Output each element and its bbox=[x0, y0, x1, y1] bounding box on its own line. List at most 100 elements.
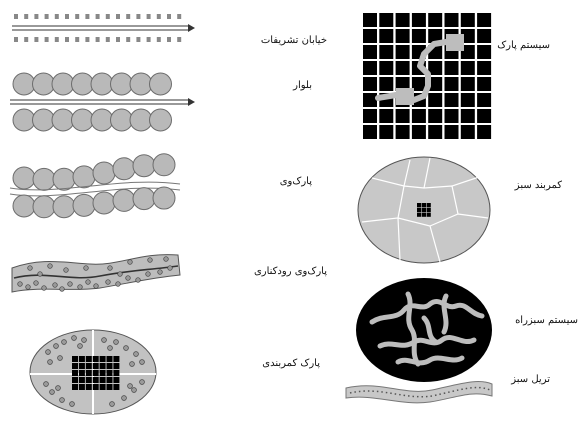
greenbelt-park-block bbox=[86, 377, 92, 383]
greenbelt-park-block bbox=[100, 370, 106, 376]
river-tree-dot bbox=[126, 276, 131, 281]
park-system-diagram bbox=[362, 12, 494, 140]
greenbelt-park-block bbox=[72, 363, 78, 369]
greenbelt-city-block bbox=[427, 213, 431, 217]
greenbelt-park-tree-dot bbox=[78, 344, 83, 349]
greenbelt-park-block bbox=[72, 384, 78, 390]
river-tree-dot bbox=[164, 257, 169, 262]
parkway-tree bbox=[153, 187, 175, 209]
river-tree-dot bbox=[148, 258, 153, 263]
park-system-block bbox=[477, 77, 491, 91]
park-system-block bbox=[412, 109, 426, 123]
boulevard-tree bbox=[150, 73, 172, 95]
greenbelt-park-tree-dot bbox=[70, 402, 75, 407]
parkway-diagram bbox=[10, 154, 180, 218]
greenbelt-park-city-grid bbox=[72, 356, 119, 390]
park-system-block bbox=[461, 93, 475, 107]
green-trail-diagram bbox=[346, 382, 492, 403]
street-tree-marker bbox=[24, 14, 28, 19]
greenbelt-park-tree-dot bbox=[54, 344, 59, 349]
river-tree-dot bbox=[146, 272, 151, 277]
parkway-tree bbox=[53, 168, 75, 190]
park-system-block bbox=[363, 109, 377, 123]
greenbelt-park-block bbox=[93, 356, 99, 362]
greenbelt-park-tree-dot bbox=[110, 402, 115, 407]
river-tree-dot bbox=[168, 266, 173, 271]
greenbelt-park-block bbox=[86, 370, 92, 376]
street-tree-marker bbox=[126, 14, 130, 19]
street-tree-marker bbox=[167, 37, 171, 42]
parkway-tree bbox=[93, 162, 115, 184]
street-tree-marker bbox=[34, 37, 38, 42]
parkway-tree bbox=[113, 189, 135, 211]
park-system-block bbox=[477, 109, 491, 123]
park-system-block bbox=[396, 125, 410, 139]
boulevard-tree bbox=[72, 109, 94, 131]
street-tree-marker bbox=[85, 37, 89, 42]
park-system-block bbox=[461, 13, 475, 27]
street-tree-marker bbox=[45, 37, 49, 42]
greenbelt-park-block bbox=[107, 384, 113, 390]
park-system-block bbox=[379, 109, 393, 123]
boulevard-tree-row-top bbox=[13, 73, 172, 95]
boulevard-tree bbox=[33, 73, 55, 95]
greenbelt-park-block bbox=[107, 370, 113, 376]
label-parkway: پارک‌وی bbox=[280, 176, 312, 187]
greenbelt-park-block bbox=[113, 370, 119, 376]
park-system-block bbox=[379, 125, 393, 139]
parkway-tree bbox=[73, 166, 95, 188]
greenbelt-park-block bbox=[107, 363, 113, 369]
street-tree-marker bbox=[106, 37, 110, 42]
street-arrow-icon bbox=[188, 24, 195, 32]
greenbelt-park-tree-dot bbox=[132, 388, 137, 393]
greenbelt-park-block bbox=[79, 377, 85, 383]
greenbelt-park-tree-dot bbox=[130, 362, 135, 367]
boulevard-arrow-icon bbox=[188, 98, 195, 106]
parkway-tree bbox=[33, 196, 55, 218]
river-tree-dot bbox=[108, 266, 113, 271]
parkway-tree bbox=[33, 168, 55, 190]
street-tree-marker bbox=[157, 37, 161, 42]
greenbelt-park-block bbox=[86, 384, 92, 390]
park-system-block bbox=[396, 29, 410, 43]
parkway-tree bbox=[13, 195, 35, 217]
parkway-tree bbox=[133, 155, 155, 177]
park-system-block bbox=[428, 109, 442, 123]
park-system-park-b bbox=[396, 88, 414, 105]
green-system-diagram bbox=[356, 278, 492, 382]
park-system-block bbox=[477, 61, 491, 75]
greenbelt-park-block bbox=[100, 384, 106, 390]
greenbelt-park-block bbox=[79, 370, 85, 376]
river-tree-dot bbox=[34, 281, 39, 286]
boulevard-tree bbox=[52, 109, 74, 131]
park-system-block bbox=[363, 61, 377, 75]
park-system-block bbox=[477, 93, 491, 107]
street-tree-marker bbox=[65, 37, 69, 42]
river-tree-dot bbox=[158, 270, 163, 275]
river-tree-dot bbox=[68, 282, 73, 287]
greenbelt-park-tree-dot bbox=[58, 356, 63, 361]
street-tree-marker bbox=[65, 14, 69, 19]
street-diagram bbox=[12, 14, 195, 42]
river-tree-dot bbox=[116, 282, 121, 287]
label-park-system: سیستم پارک bbox=[497, 40, 550, 51]
greenbelt-diagram bbox=[358, 157, 490, 263]
park-system-block bbox=[363, 29, 377, 43]
park-system-block bbox=[445, 61, 459, 75]
greenbelt-park-block bbox=[79, 356, 85, 362]
street-tree-marker bbox=[177, 14, 181, 19]
greenbelt-city-block bbox=[427, 208, 431, 212]
greenbelt-city-block bbox=[417, 203, 421, 207]
park-system-block bbox=[461, 109, 475, 123]
street-tree-marker bbox=[14, 14, 18, 19]
river-tree-dot bbox=[136, 278, 141, 283]
river-tree-dot bbox=[60, 287, 65, 292]
boulevard-tree bbox=[130, 73, 152, 95]
river-tree-dot bbox=[94, 284, 99, 289]
boulevard-tree bbox=[150, 109, 172, 131]
river-tree-dot bbox=[28, 266, 33, 271]
street-tree-marker bbox=[14, 37, 18, 42]
park-system-block bbox=[445, 13, 459, 27]
street-tree-marker bbox=[177, 37, 181, 42]
park-system-block bbox=[379, 29, 393, 43]
